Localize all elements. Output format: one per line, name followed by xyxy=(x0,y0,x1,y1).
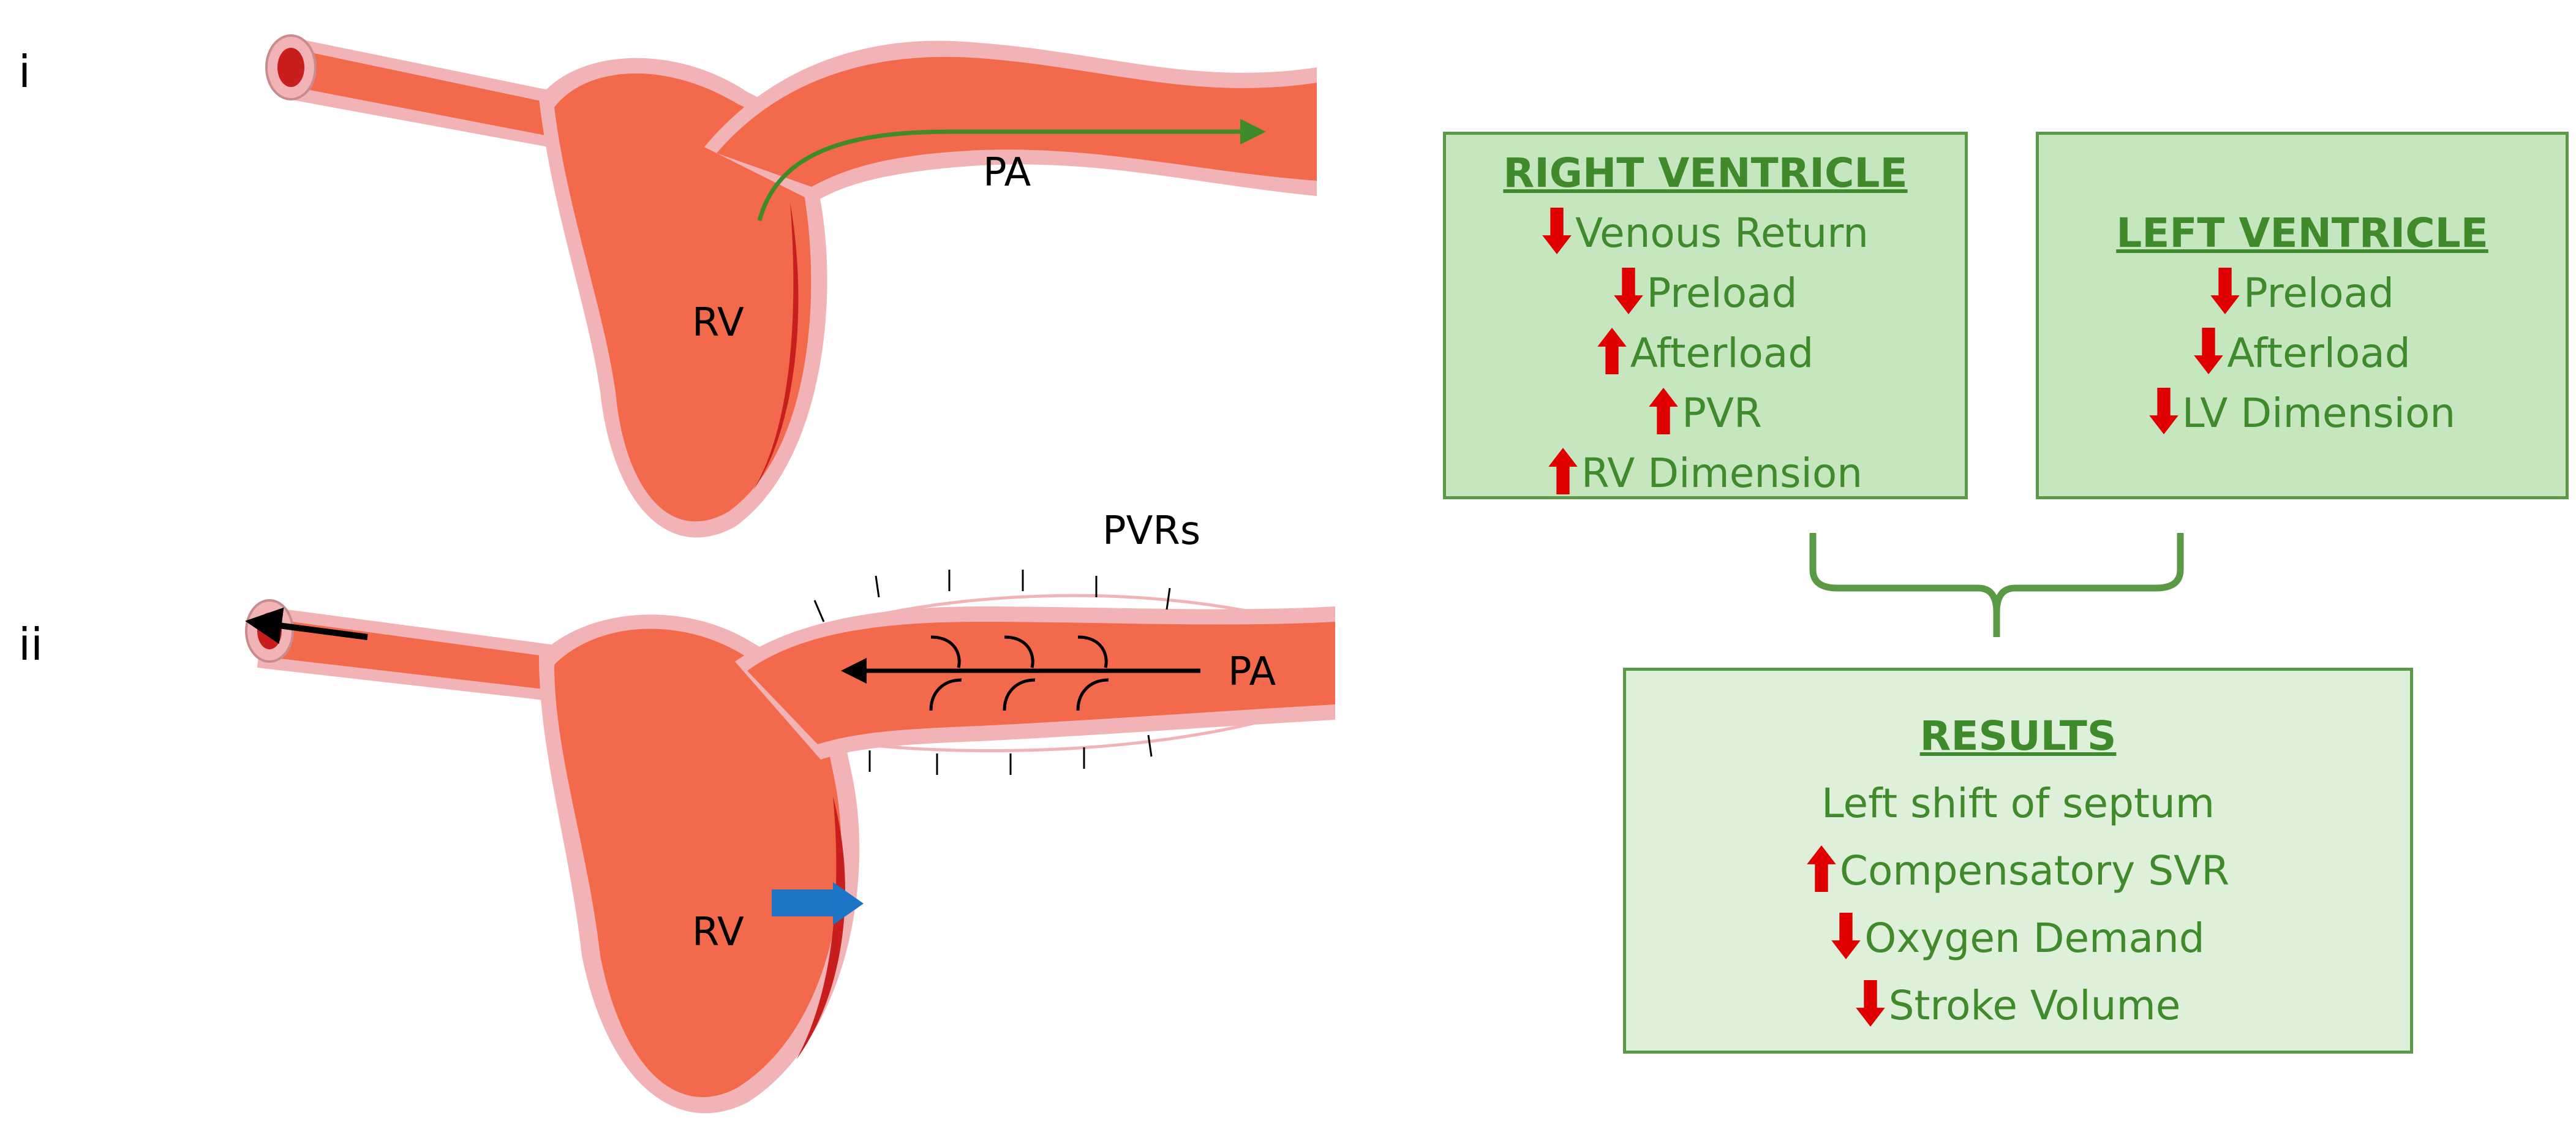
pa-label-i: PA xyxy=(983,150,1031,195)
left-ventricle-item: Afterload xyxy=(2039,323,2566,383)
decrease-arrow-icon xyxy=(2149,388,2179,434)
rv-label-i: RV xyxy=(692,300,744,345)
right-ventricle-item-text: Preload xyxy=(1646,270,1798,317)
results-item: Oxygen Demand xyxy=(1626,905,2410,972)
decrease-arrow-icon xyxy=(2210,268,2240,314)
increase-arrow-icon xyxy=(1548,448,1578,494)
right-ventricle-item: Venous Return xyxy=(1446,203,1965,263)
left-ventricle-item-text: Afterload xyxy=(2227,330,2411,377)
results-title: RESULTS xyxy=(1919,712,2117,760)
right-ventricle-item: PVR xyxy=(1446,383,1965,444)
results-item: Stroke Volume xyxy=(1626,972,2410,1040)
right-ventricle-item: Afterload xyxy=(1446,323,1965,383)
right-ventricle-item-text: RV Dimension xyxy=(1581,450,1863,497)
decrease-arrow-icon xyxy=(1855,980,1885,1027)
left-ventricle-item: Preload xyxy=(2039,263,2566,323)
decrease-arrow-icon xyxy=(2194,328,2223,374)
pa-label-ii: PA xyxy=(1228,649,1276,695)
panel-i-label: i xyxy=(18,46,31,97)
left-ventricle-title: LEFT VENTRICLE xyxy=(2116,210,2488,257)
panel-ii-heart xyxy=(245,570,1335,1114)
heart-illustration xyxy=(245,34,1335,1114)
decrease-arrow-icon xyxy=(1831,913,1861,959)
pvr-label: PVRs xyxy=(1102,508,1201,554)
decrease-arrow-icon xyxy=(1542,208,1572,254)
right-ventricle-title: RIGHT VENTRICLE xyxy=(1503,149,1908,197)
right-ventricle-item: Preload xyxy=(1446,263,1965,323)
panel-ii-label: ii xyxy=(18,619,43,670)
results-item-text: Oxygen Demand xyxy=(1864,915,2205,962)
results-item-text: Stroke Volume xyxy=(1888,982,2181,1029)
results-item-text: Compensatory SVR xyxy=(1839,847,2230,894)
results-subtitle: Left shift of septum xyxy=(1821,780,2215,827)
connecting-brace xyxy=(1809,533,2184,637)
left-ventricle-item-text: LV Dimension xyxy=(2182,390,2456,437)
left-ventricle-item: LV Dimension xyxy=(2039,383,2566,444)
rv-label-ii: RV xyxy=(692,910,744,955)
left-ventricle-item-text: Preload xyxy=(2243,270,2394,317)
increase-arrow-icon xyxy=(1649,388,1678,434)
increase-arrow-icon xyxy=(1807,845,1836,892)
decrease-arrow-icon xyxy=(1613,268,1643,314)
increase-arrow-icon xyxy=(1597,328,1627,374)
right-ventricle-item: RV Dimension xyxy=(1446,444,1965,504)
right-ventricle-item-text: Venous Return xyxy=(1575,210,1869,257)
right-ventricle-item-text: Afterload xyxy=(1630,330,1814,377)
results-box: RESULTS Left shift of septum Compensator… xyxy=(1623,668,2413,1054)
results-item: Compensatory SVR xyxy=(1626,837,2410,905)
panel-i-heart xyxy=(265,34,1317,538)
right-ventricle-item-text: PVR xyxy=(1682,390,1762,437)
